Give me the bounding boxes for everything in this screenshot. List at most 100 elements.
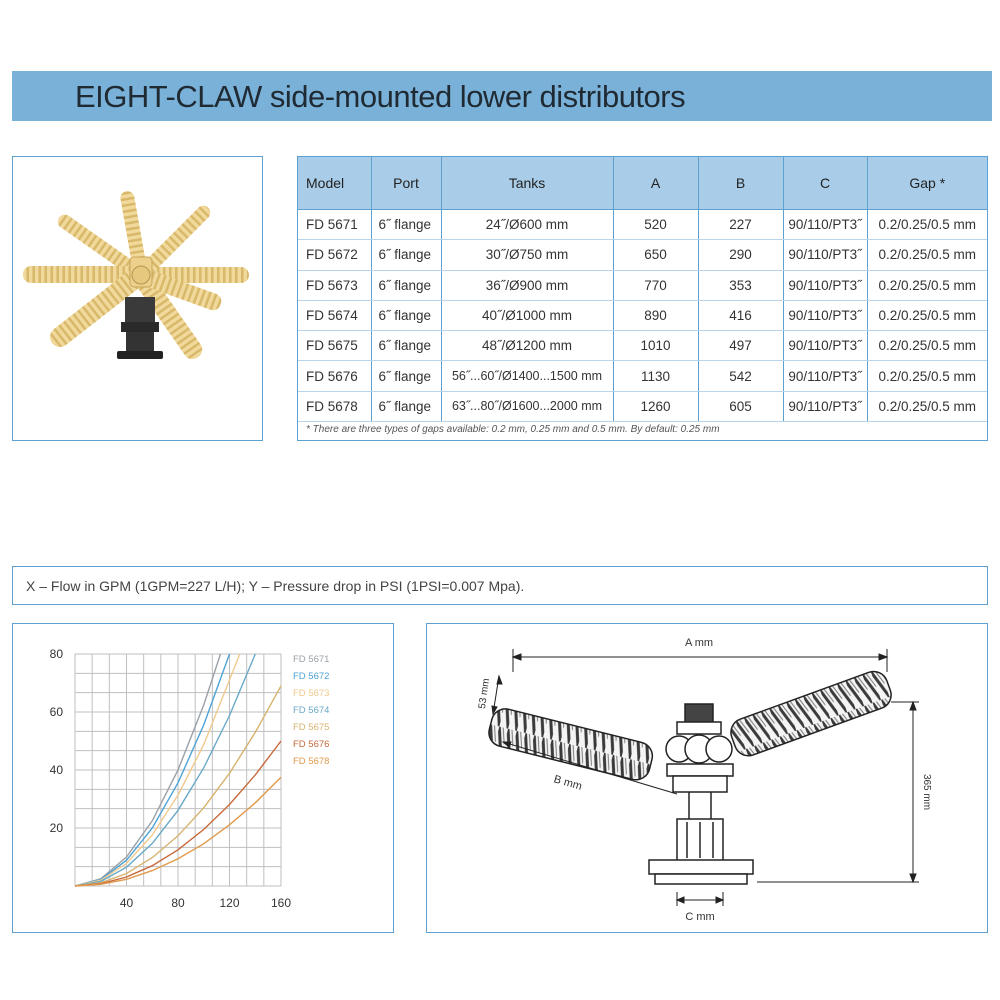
x-tick-label: 160 [271,896,291,910]
cell-model: FD 5678 [298,391,372,423]
label-53: 53 mm [477,678,492,710]
cell-c: 90/110/PT3˝ [783,391,868,423]
legend-entry: FD 5672 [293,671,329,682]
header-tanks: Tanks [441,157,614,210]
legend-entry: FD 5675 [293,722,329,733]
axis-note-bar: X – Flow in GPM (1GPM=227 L/H); Y – Pres… [12,566,988,605]
x-tick-label: 120 [219,896,239,910]
left-claw [488,708,654,781]
legend-entry: FD 5674 [293,705,329,716]
label-a: A mm [685,637,713,649]
label-b: B mm [552,773,583,792]
series-line [74,653,256,887]
cell-model: FD 5674 [298,300,372,332]
cell-gap: 0.2/0.25/0.5 mm [867,391,987,423]
axis-note: X – Flow in GPM (1GPM=227 L/H); Y – Pres… [26,578,525,594]
cell-tanks: 30˝/Ø750 mm [441,239,614,271]
header-gap: Gap * [867,157,987,210]
legend-entry: FD 5671 [293,654,329,665]
dimension-diagram-frame: A mm 53 mm B mm 365 mm C mm [426,623,988,933]
title-bar: EIGHT-CLAW side-mounted lower distributo… [12,71,992,121]
table-row: FD 5673 6˝ flange 36˝/Ø900 mm 770 353 90… [298,270,987,301]
y-tick-label: 40 [50,763,64,777]
cell-gap: 0.2/0.25/0.5 mm [867,270,987,301]
cell-b: 353 [698,270,784,301]
cell-model: FD 5671 [298,209,372,241]
table-row: FD 5672 6˝ flange 30˝/Ø750 mm 650 290 90… [298,239,987,271]
series-line [74,685,282,887]
header-model: Model [298,157,372,210]
dimension-a [511,649,889,672]
cell-port: 6˝ flange [371,209,442,241]
y-tick-label: 60 [50,705,64,719]
cell-model: FD 5672 [298,239,372,271]
legend-entry: FD 5678 [293,756,329,767]
cell-a: 770 [613,270,699,301]
dimension-b [501,741,678,795]
cell-tanks: 36˝/Ø900 mm [441,270,614,301]
spec-table: Model Port Tanks A B C Gap * FD 5671 6˝ … [298,157,987,423]
table-footnote: * There are three types of gaps availabl… [306,424,720,435]
cell-a: 1130 [613,360,699,392]
cell-b: 605 [698,391,784,423]
cell-tanks: 24˝/Ø600 mm [441,209,614,241]
header-a: A [613,157,699,210]
page-title: EIGHT-CLAW side-mounted lower distributo… [75,79,686,114]
x-tick-label: 80 [171,896,185,910]
y-tick-label: 20 [50,821,64,835]
header-port: Port [371,157,442,210]
series-line [74,653,241,887]
cell-b: 227 [698,209,784,241]
cell-tanks: 40˝/Ø1000 mm [441,300,614,332]
spec-table-frame: Model Port Tanks A B C Gap * FD 5671 6˝ … [297,156,988,441]
cell-a: 890 [613,300,699,332]
cell-a: 650 [613,239,699,271]
dimension-365 [757,700,919,884]
label-c: C mm [685,911,714,923]
table-header-row: Model Port Tanks A B C Gap * [298,157,987,210]
cell-a: 520 [613,209,699,241]
cell-tanks: 56˝...60˝/Ø1400...1500 mm [441,360,614,392]
cell-tanks: 63˝...80˝/Ø1600...2000 mm [441,391,614,423]
series-line [74,740,282,887]
table-row: FD 5676 6˝ flange 56˝...60˝/Ø1400...1500… [298,360,987,392]
claw-arms [23,191,249,360]
y-tick-label: 80 [50,647,64,661]
cell-c: 90/110/PT3˝ [783,239,868,271]
cell-b: 290 [698,239,784,271]
cell-a: 1010 [613,330,699,362]
cell-port: 6˝ flange [371,330,442,362]
legend-entry: FD 5676 [293,739,329,750]
table-row: FD 5675 6˝ flange 48˝/Ø1200 mm 1010 497 … [298,330,987,362]
cell-gap: 0.2/0.25/0.5 mm [867,360,987,392]
table-row: FD 5678 6˝ flange 63˝...80˝/Ø1600...2000… [298,391,987,423]
hub-column [117,256,163,359]
dimension-53 [491,674,503,716]
cell-port: 6˝ flange [371,239,442,271]
cell-tanks: 48˝/Ø1200 mm [441,330,614,362]
cell-port: 6˝ flange [371,300,442,332]
cell-model: FD 5673 [298,270,372,301]
product-photo-frame [12,156,263,441]
cell-gap: 0.2/0.25/0.5 mm [867,300,987,332]
x-tick-label: 40 [120,896,134,910]
right-claw [730,670,892,757]
dimension-diagram: A mm 53 mm B mm 365 mm C mm [477,637,932,923]
cell-c: 90/110/PT3˝ [783,300,868,332]
cell-gap: 0.2/0.25/0.5 mm [867,330,987,362]
cell-b: 416 [698,300,784,332]
series-line [74,776,282,887]
cell-gap: 0.2/0.25/0.5 mm [867,239,987,271]
header-c: C [783,157,868,210]
legend-entry: FD 5673 [293,688,329,699]
cell-model: FD 5675 [298,330,372,362]
table-row: FD 5674 6˝ flange 40˝/Ø1000 mm 890 416 9… [298,300,987,332]
cell-b: 542 [698,360,784,392]
pressure-drop-chart: 40 80 120 160 20 40 60 80 FD 5671 FD 5672 FD 5673F… [50,647,330,910]
cell-c: 90/110/PT3˝ [783,270,868,301]
cell-b: 497 [698,330,784,362]
cell-port: 6˝ flange [371,360,442,392]
cell-port: 6˝ flange [371,270,442,301]
header-b: B [698,157,784,210]
